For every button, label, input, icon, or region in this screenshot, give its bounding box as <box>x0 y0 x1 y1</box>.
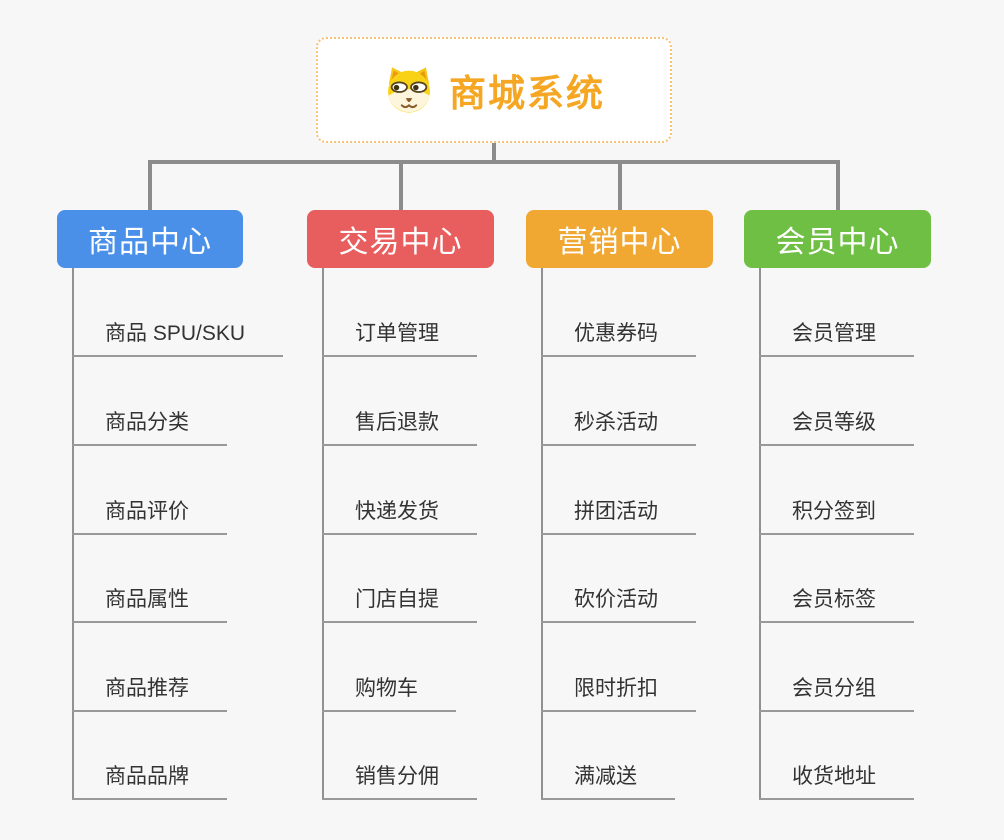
root-node-mall-system[interactable]: 商城系统 <box>316 37 672 143</box>
leaf-node[interactable]: 会员等级 <box>759 408 914 446</box>
connector-line <box>148 160 152 210</box>
leaf-node[interactable]: 会员管理 <box>759 319 914 357</box>
leaf-node[interactable]: 限时折扣 <box>541 674 696 712</box>
root-title: 商城系统 <box>449 73 605 114</box>
leaf-node[interactable]: 会员分组 <box>759 674 914 712</box>
branch-node-3[interactable]: 营销中心 <box>526 210 713 268</box>
leaf-node[interactable]: 优惠券码 <box>541 319 696 357</box>
leaf-node[interactable]: 秒杀活动 <box>541 408 696 446</box>
leaf-node[interactable]: 商品推荐 <box>72 674 227 712</box>
leaf-node[interactable]: 商品分类 <box>72 408 227 446</box>
leaf-node[interactable]: 商品 SPU/SKU <box>72 319 284 357</box>
leaf-node[interactable]: 积分签到 <box>759 497 914 535</box>
connector-line <box>835 160 840 210</box>
leaf-node[interactable]: 会员标签 <box>759 585 914 623</box>
leaf-node[interactable]: 拼团活动 <box>541 497 696 535</box>
connector-line <box>398 160 403 210</box>
shiba-dog-icon <box>383 65 435 115</box>
leaf-node[interactable]: 门店自提 <box>322 585 477 623</box>
branch-node-1[interactable]: 商品中心 <box>57 210 243 268</box>
branch-node-2[interactable]: 交易中心 <box>307 210 494 268</box>
leaf-node[interactable]: 砍价活动 <box>541 585 696 623</box>
leaf-node[interactable]: 满减送 <box>541 762 675 800</box>
leaf-node[interactable]: 购物车 <box>322 674 456 712</box>
leaf-node[interactable]: 售后退款 <box>322 408 477 446</box>
leaf-node[interactable]: 订单管理 <box>322 319 477 357</box>
connector-line <box>492 143 496 164</box>
leaf-node[interactable]: 商品属性 <box>72 585 227 623</box>
branch-node-4[interactable]: 会员中心 <box>744 210 931 268</box>
connector-line <box>617 160 622 210</box>
leaf-node[interactable]: 商品品牌 <box>72 762 227 800</box>
leaf-node[interactable]: 快递发货 <box>322 497 477 535</box>
leaf-node[interactable]: 商品评价 <box>72 497 227 535</box>
connector-line <box>148 160 840 164</box>
leaf-node[interactable]: 销售分佣 <box>322 762 477 800</box>
leaf-node[interactable]: 收货地址 <box>759 762 914 800</box>
